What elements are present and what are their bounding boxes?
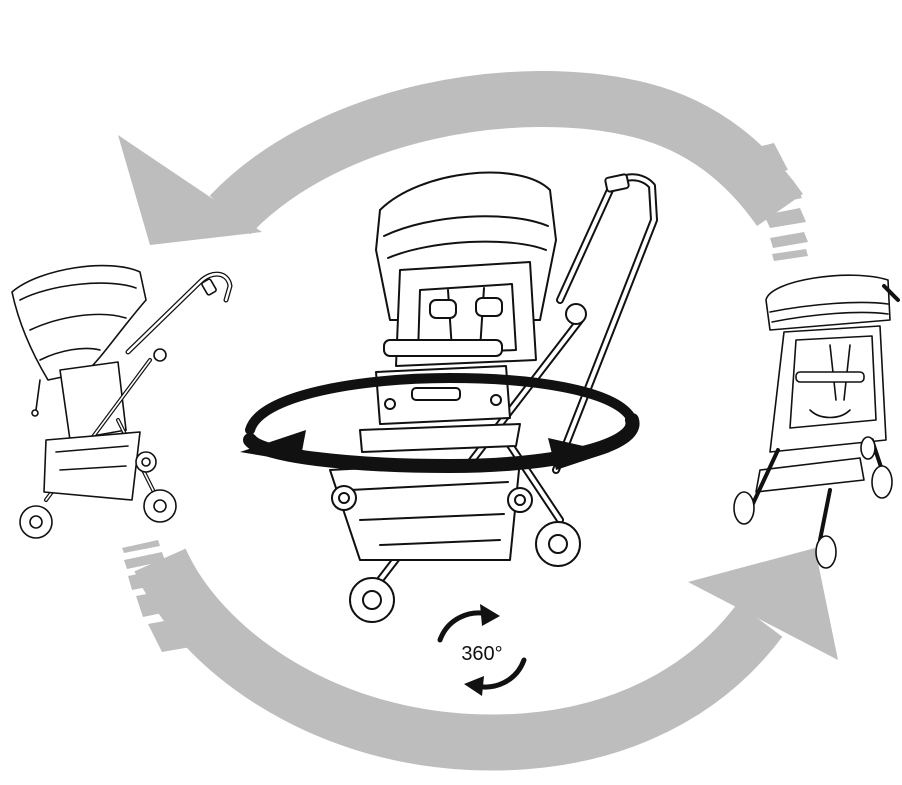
- lower-gray-arc: [160, 560, 760, 743]
- rotate-top-arrow: [440, 613, 488, 640]
- rotate-360-label: 360°: [461, 643, 502, 665]
- stroller-left-side-view: [12, 266, 230, 538]
- stroller-right-front-view: [734, 275, 898, 568]
- rotate-360-icon: 360°: [440, 604, 524, 696]
